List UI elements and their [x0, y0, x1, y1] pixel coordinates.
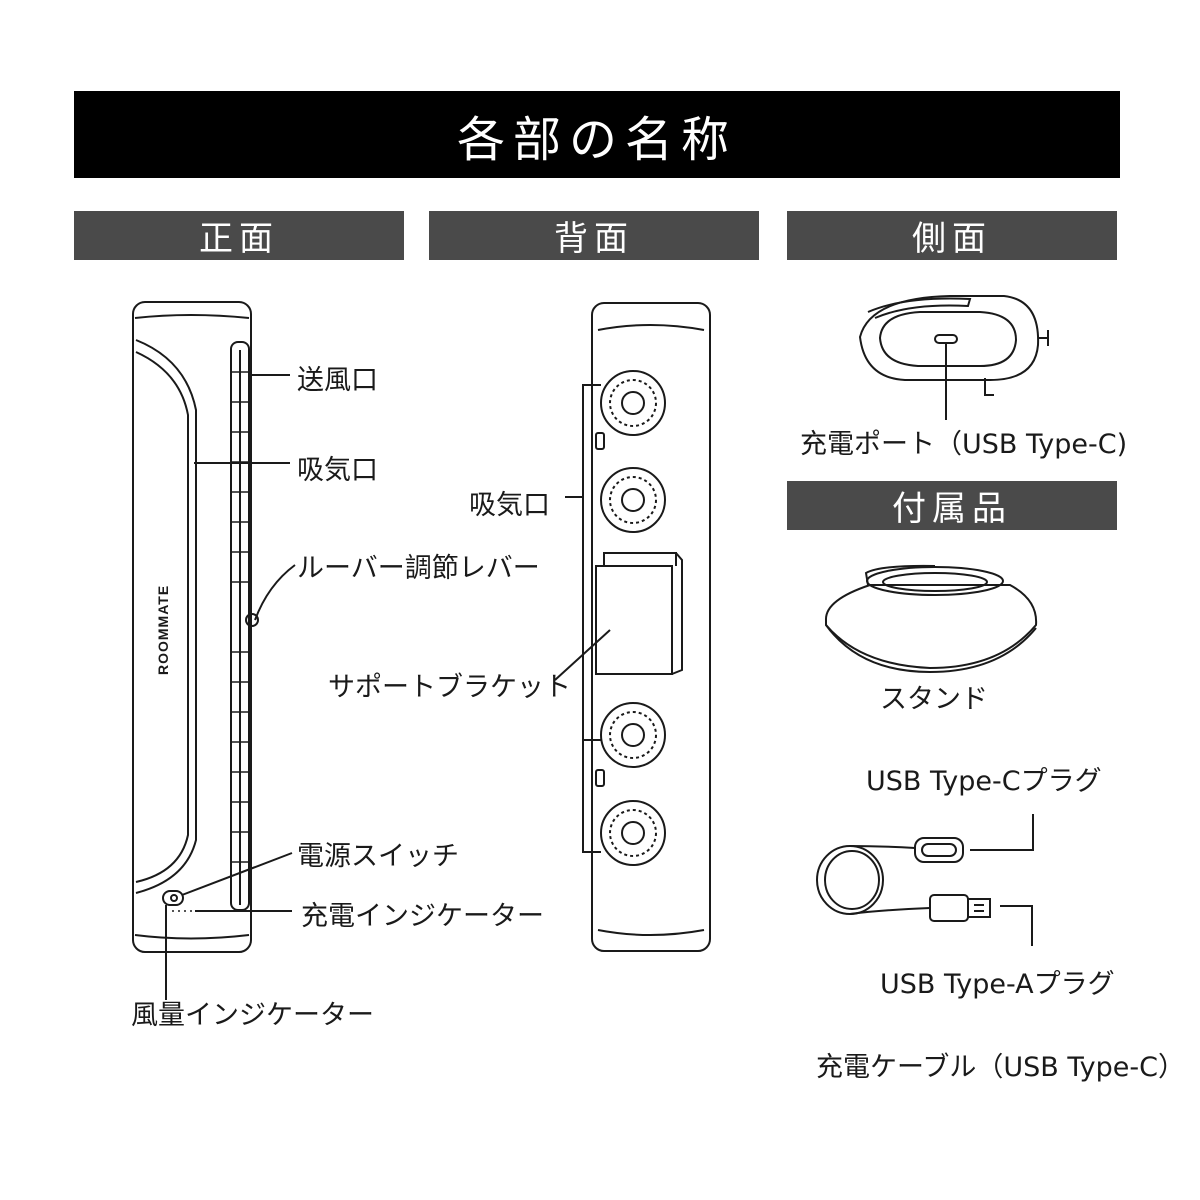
brand-logo: ROOMMATE — [155, 585, 171, 675]
label-outlet: 送風口 — [297, 365, 378, 396]
label-louver-lever: ルーバー調節レバー — [297, 553, 540, 584]
back-fan-illustration — [591, 302, 711, 952]
label-back-inlet: 吸気口 — [469, 490, 550, 521]
section-side: 側面 — [787, 211, 1117, 260]
label-charge-port: 充電ポート（USB Type-C) — [800, 429, 1128, 460]
label-charge-indicator: 充電インジケーター — [301, 901, 544, 932]
side-view-illustration — [858, 295, 1049, 396]
section-front: 正面 — [74, 211, 404, 260]
cable-illustration — [816, 837, 991, 922]
label-stand: スタンド — [880, 684, 988, 715]
label-front-inlet: 吸気口 — [297, 455, 378, 486]
label-usb-a-plug: USB Type-Aプラグ — [880, 969, 1115, 1000]
front-fan-illustration — [132, 301, 259, 953]
section-back: 背面 — [429, 211, 759, 260]
label-support-bracket: サポートブラケット — [328, 672, 571, 703]
stand-illustration — [824, 564, 1038, 674]
label-wind-indicator: 風量インジケーター — [131, 1000, 374, 1031]
label-power-switch: 電源スイッチ — [297, 841, 459, 872]
section-accessories: 付属品 — [787, 481, 1117, 530]
label-usb-c-plug: USB Type-Cプラグ — [866, 766, 1102, 797]
page-title: 各部の名称 — [74, 91, 1120, 178]
label-cable: 充電ケーブル（USB Type-C） — [816, 1052, 1185, 1083]
